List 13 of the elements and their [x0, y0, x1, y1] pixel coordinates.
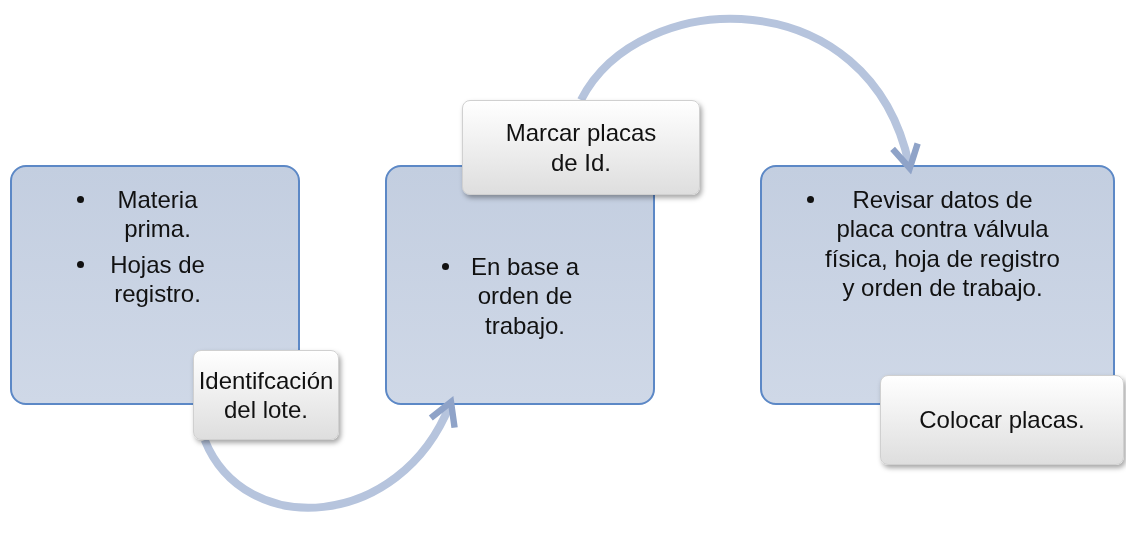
label-text: Identifcación del lote. [198, 365, 334, 425]
curved-arrow [577, 15, 919, 172]
label-text: Colocar placas. [919, 405, 1085, 435]
bullet-text: Hojas de registro. [109, 249, 206, 309]
curved-arrow [201, 398, 456, 512]
label-text: Marcar placas de Id. [504, 118, 658, 177]
process-panel [760, 165, 1115, 405]
label-box [193, 350, 339, 440]
bullet-text: En base a orden de trabajo. [469, 252, 581, 340]
label-box [462, 100, 700, 195]
bullet-text: Materia prima. [116, 185, 199, 244]
label-box [880, 375, 1124, 465]
bullet-text: Revisar datos de placa contra válvula física, hoja de registro y orden de trabajo. [824, 185, 1061, 303]
